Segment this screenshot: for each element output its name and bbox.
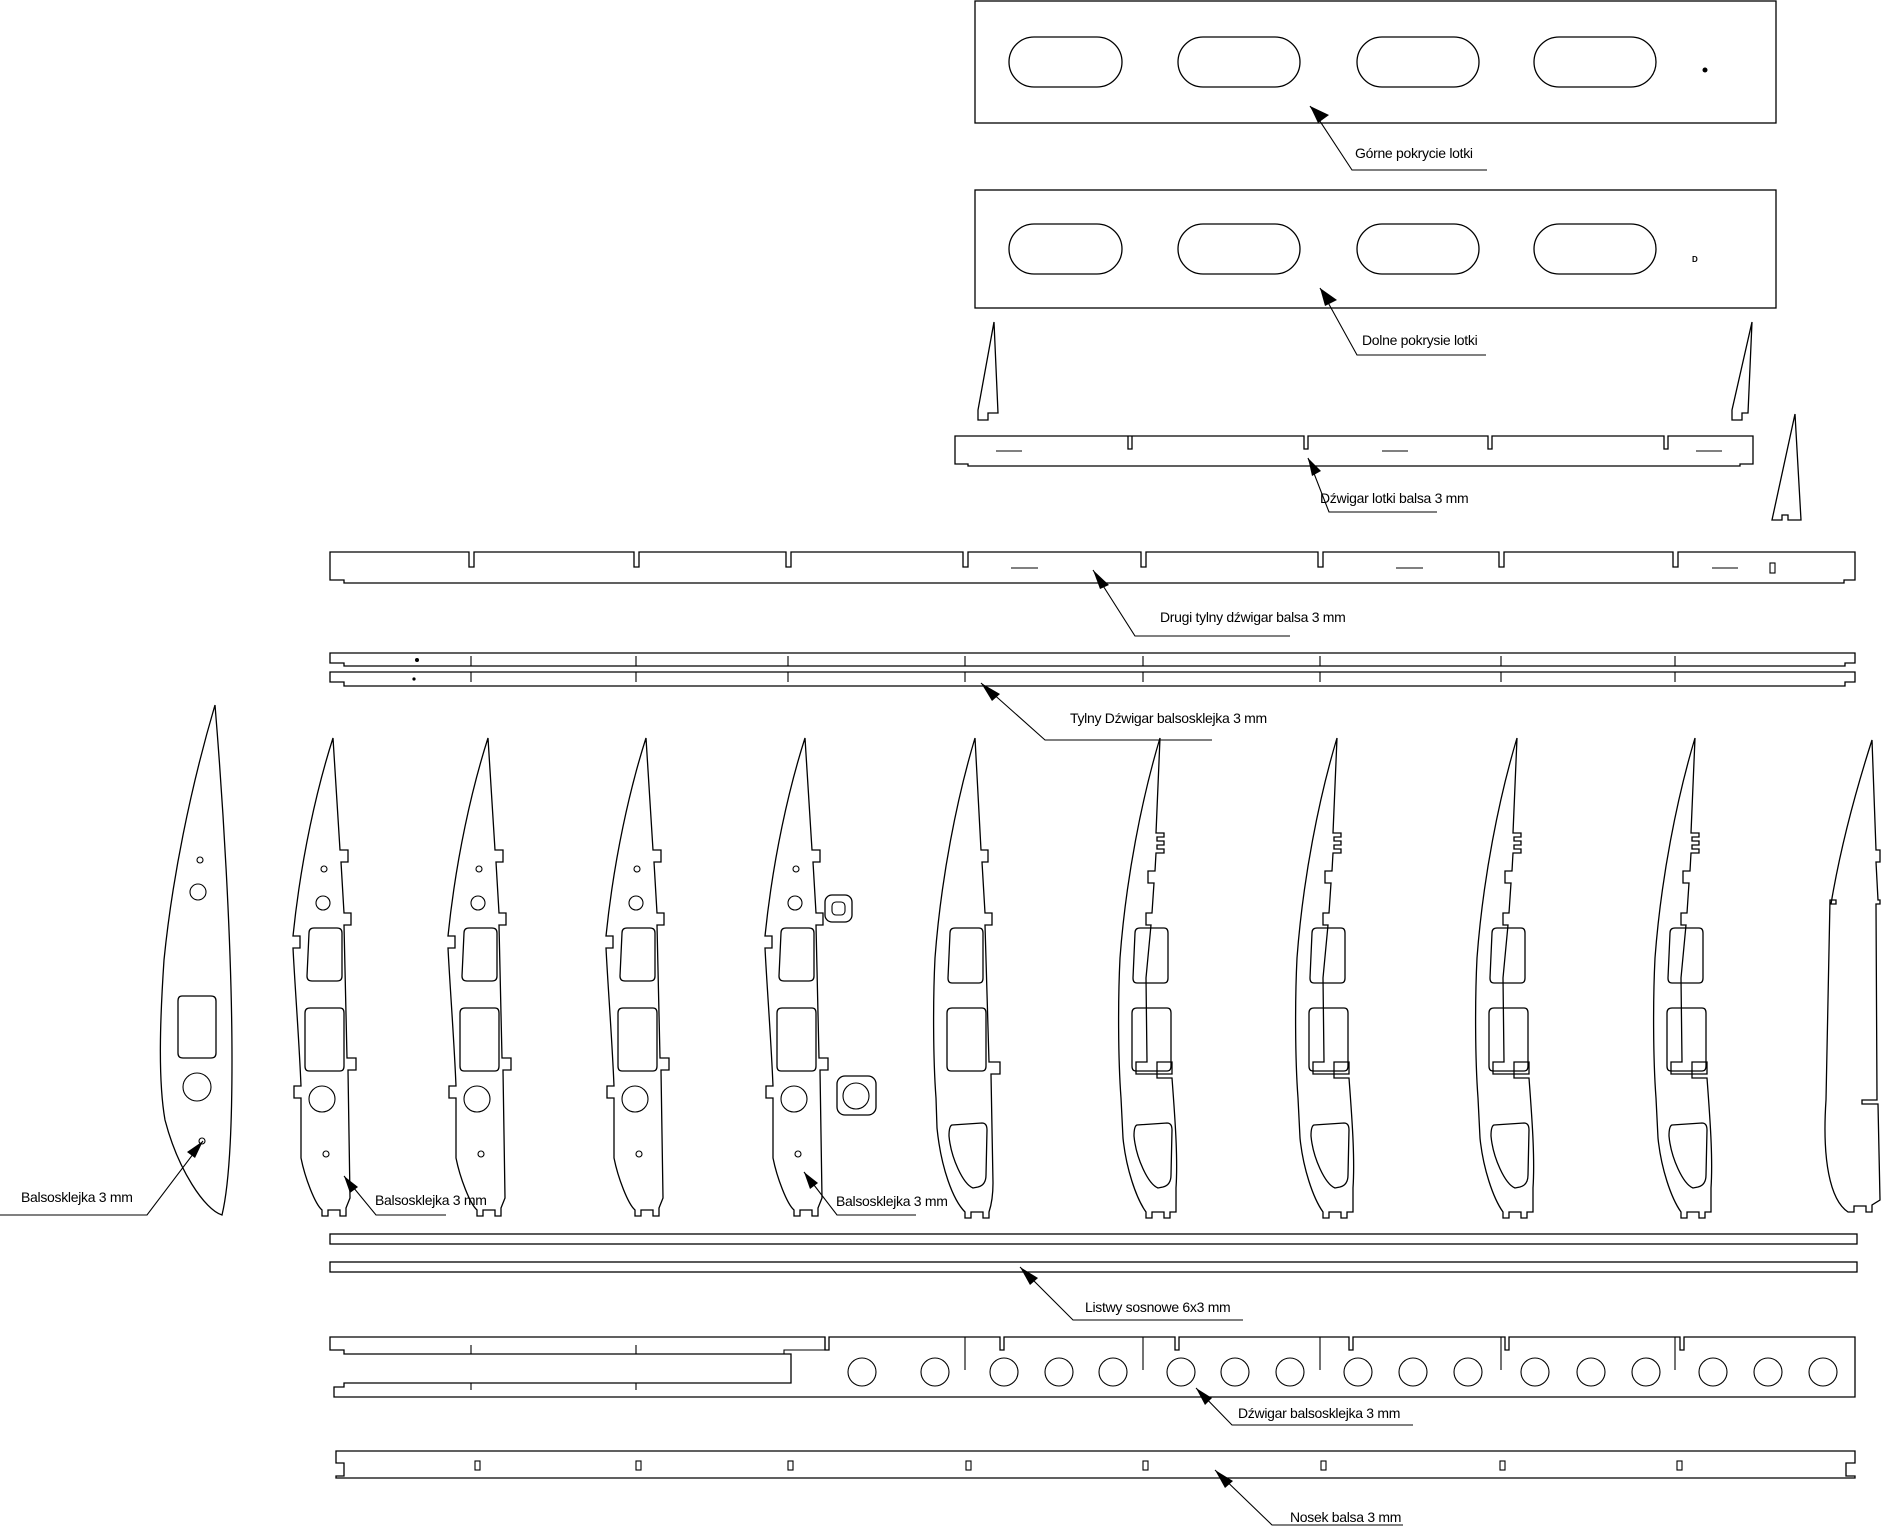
- label-listwy: Listwy sosnowe 6x3 mm: [1085, 1299, 1230, 1315]
- rib-7: [1117, 737, 1178, 1219]
- small-square-parts: [824, 894, 877, 1116]
- label-dzwigar-balsosklejka: Dźwigar balsosklejka 3 mm: [1238, 1405, 1400, 1421]
- label-tylny-dzwigar: Tylny Dźwigar balsosklejka 3 mm: [1070, 710, 1267, 726]
- mark-d: D: [1692, 255, 1698, 264]
- aileron-spar: [954, 435, 1754, 467]
- label-balsosklejka-mid: Balsosklejka 3 mm: [375, 1192, 487, 1208]
- leading-edge-callout: Nosek balsa 3 mm: [1214, 1469, 1403, 1526]
- rib-8: [1294, 737, 1355, 1219]
- label-gorne-pokrycie: Górne pokrycie lotki: [1355, 145, 1473, 161]
- root-rib: [159, 704, 233, 1216]
- second-rear-spar: [329, 551, 1856, 584]
- rib-3: [447, 737, 512, 1217]
- rear-spar-strips: [329, 652, 1856, 687]
- pine-strips: [329, 1233, 1858, 1273]
- label-dzwigar-lotki: Dźwigar lotki balsa 3 mm: [1320, 490, 1468, 506]
- balsosklejka-left-callout: Balsosklejka 3 mm: [0, 1140, 204, 1216]
- aileron-spar-callout: Dźwigar lotki balsa 3 mm: [1307, 457, 1469, 513]
- rib-11: [1824, 739, 1881, 1213]
- lower-aileron-skin: D: [974, 189, 1777, 309]
- leading-edge: [335, 1450, 1856, 1479]
- balsosklejka-right-callout: Balsosklejka 3 mm: [803, 1171, 948, 1216]
- upper-aileron-skin: [974, 0, 1777, 124]
- rib-10: [1652, 737, 1713, 1219]
- lower-skin-callout: Dolne pokrysie lotki: [1319, 287, 1486, 356]
- aileron-end-ribs: [977, 321, 1802, 521]
- label-balsosklejka-left: Balsosklejka 3 mm: [21, 1189, 133, 1205]
- main-spar: [329, 1336, 1856, 1398]
- pine-strips-callout: Listwy sosnowe 6x3 mm: [1019, 1266, 1243, 1321]
- second-rear-spar-callout: Drugi tylny dźwigar balsa 3 mm: [1092, 569, 1346, 637]
- rib-9: [1474, 737, 1535, 1219]
- rib-2: [292, 737, 357, 1217]
- upper-skin-callout: Górne pokrycie lotki: [1309, 105, 1487, 171]
- rib-5: [764, 737, 829, 1217]
- label-nosek: Nosek balsa 3 mm: [1290, 1509, 1401, 1525]
- label-drugi-tylny: Drugi tylny dźwigar balsa 3 mm: [1160, 609, 1346, 625]
- label-balsosklejka-right: Balsosklejka 3 mm: [836, 1193, 948, 1209]
- balsosklejka-mid-callout: Balsosklejka 3 mm: [343, 1175, 487, 1216]
- label-dolne-pokrycie: Dolne pokrysie lotki: [1362, 332, 1478, 348]
- rib-4: [605, 737, 670, 1217]
- main-spar-callout: Dźwigar balsosklejka 3 mm: [1195, 1387, 1413, 1426]
- rear-spar-callout: Tylny Dźwigar balsosklejka 3 mm: [980, 682, 1267, 741]
- rib-6: [932, 737, 1001, 1219]
